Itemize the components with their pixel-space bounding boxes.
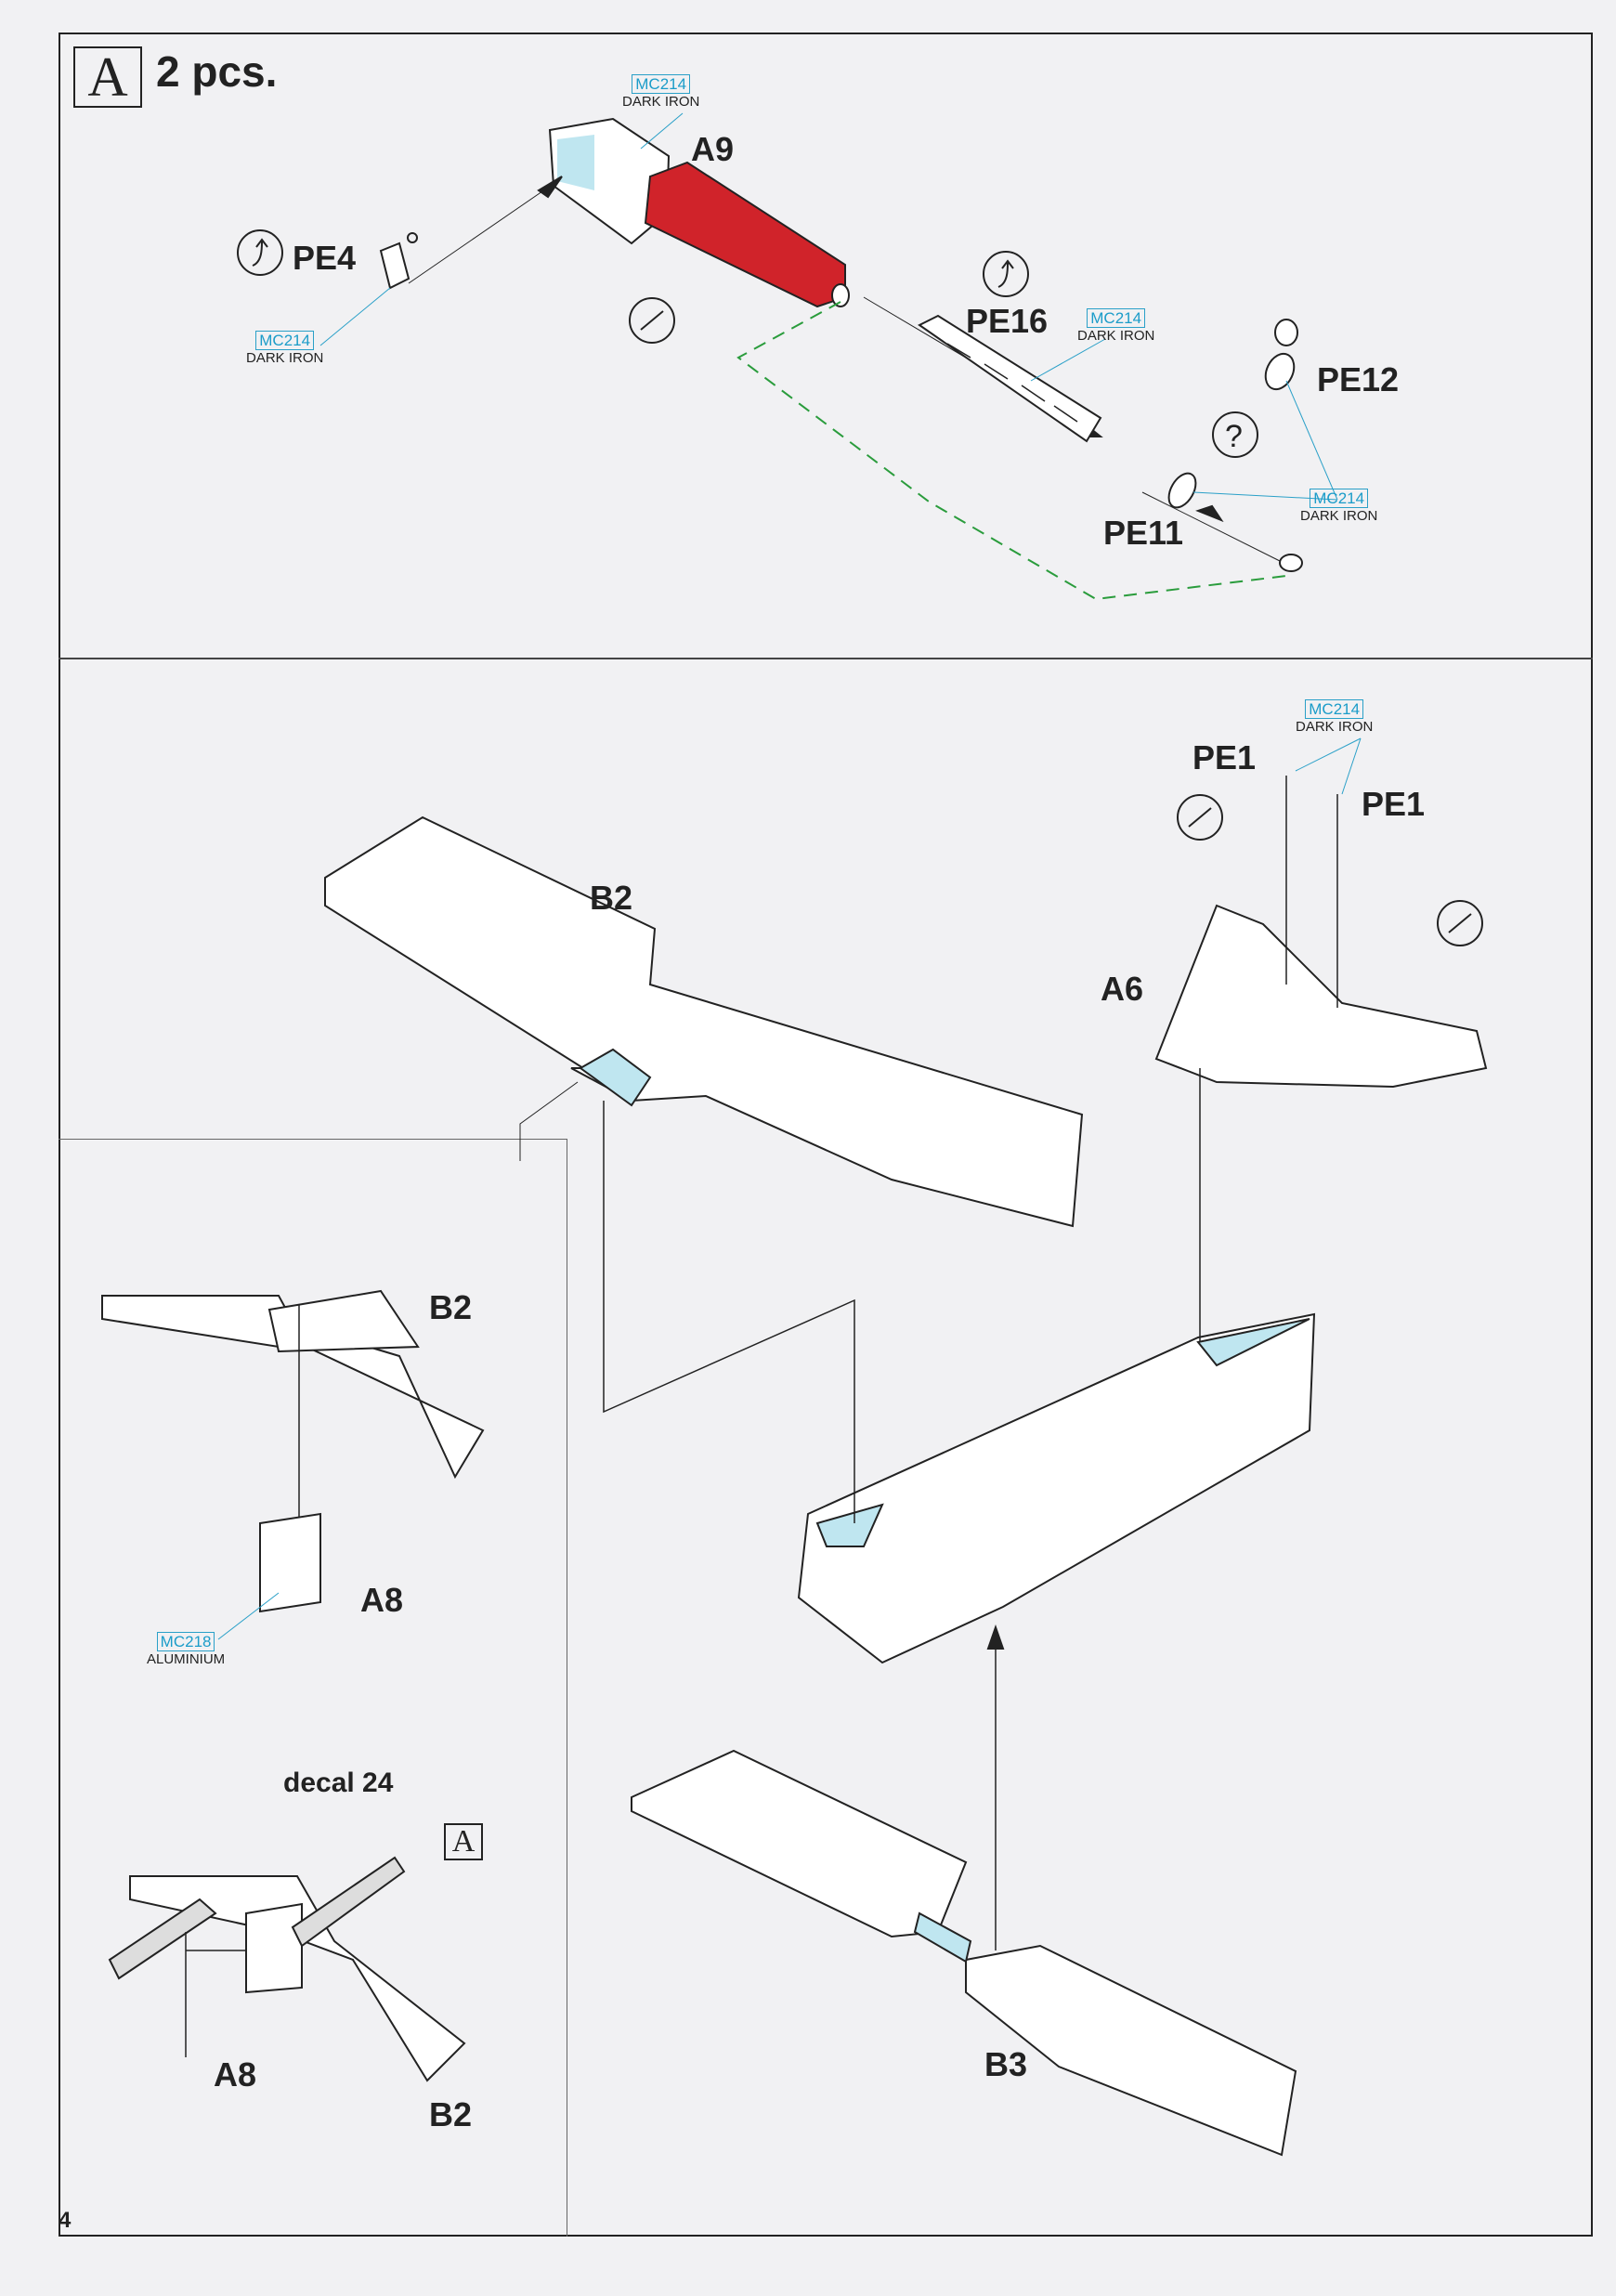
part-label-b2: B2 <box>429 1288 473 1326</box>
part-label-a9: A9 <box>691 130 735 168</box>
tailplane-a6 <box>1154 904 1488 1089</box>
part-label-b2: B2 <box>429 2095 473 2133</box>
cooling-jacket-pe16 <box>918 314 1102 443</box>
part-label-a8: A8 <box>214 2055 257 2094</box>
knife-cut-icon <box>1437 900 1483 946</box>
sub-assembly-ref: A <box>444 1823 483 1860</box>
disc-pe12 <box>1264 352 1296 391</box>
detail-subpanel <box>59 1139 567 2237</box>
bend-icon <box>237 229 283 276</box>
page-number: 4 <box>59 2208 72 2233</box>
svg-text:?: ? <box>1225 419 1243 454</box>
part-label-b2: B2 <box>590 879 633 917</box>
part-label-a6: A6 <box>1101 970 1144 1008</box>
question-icon <box>1212 411 1258 458</box>
sight-pe4 <box>379 232 418 290</box>
part-label-pe1: PE1 <box>1362 785 1426 823</box>
knife-cut-icon <box>1177 794 1223 841</box>
fuselage <box>797 1312 1316 1664</box>
lower-wing-b3 <box>631 1749 968 1938</box>
bend-icon <box>983 251 1029 297</box>
quantity-label: 2 pcs. <box>156 47 278 96</box>
gun-receiver-a9 <box>548 117 850 308</box>
gun-mount-a8 <box>259 1512 321 1613</box>
part-label-pe12: PE12 <box>1317 360 1400 398</box>
gun-mount-a8-installed <box>245 1902 303 1994</box>
disc-pe11 <box>1167 472 1197 509</box>
decal-label: decal 24 <box>283 1768 394 1798</box>
step-marker: A <box>73 46 142 108</box>
part-label-pe1: PE1 <box>1192 738 1257 776</box>
knife-cut-icon <box>629 297 675 344</box>
part-label-pe16: PE16 <box>966 302 1049 340</box>
upper-wing-b2 <box>324 815 1084 1228</box>
part-label-pe4: PE4 <box>293 239 357 277</box>
section-divider <box>59 658 1593 659</box>
page-frame <box>59 33 1593 2237</box>
part-label-pe11: PE11 <box>1103 514 1184 552</box>
part-label-b3: B3 <box>984 2045 1028 2083</box>
part-label-a8: A8 <box>360 1581 404 1619</box>
